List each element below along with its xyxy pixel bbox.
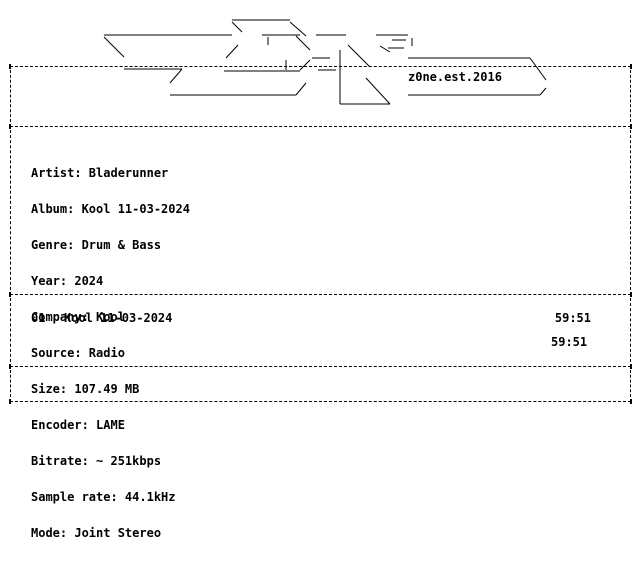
info-company: Company: Kool [31, 310, 125, 324]
total-duration: 59:51 [551, 335, 588, 349]
frame-bottom-rule [9, 399, 632, 404]
track-row: 01 Kool 11-03-2024 59:51 [31, 312, 591, 324]
info-bitrate: Bitrate: ~ 251kbps [31, 454, 162, 468]
info-year: Year: 2024 [31, 274, 104, 288]
frame-left-edge [10, 370, 11, 397]
info-source: Source: Radio [31, 346, 125, 360]
info-mode: Mode: Joint Stereo [31, 526, 162, 540]
release-info: Artist: Bladerunner Album: Kool 11-03-20… [31, 143, 190, 563]
frame-left-edge [10, 298, 11, 362]
ascii-logo-art [103, 19, 547, 105]
ascii-logo: z0ne.est.2016 [0, 0, 640, 110]
section-divider-rule [9, 124, 632, 129]
track-duration: 59:51 [554, 311, 591, 325]
frame-right-edge [630, 70, 631, 122]
info-artist: Artist: Bladerunner [31, 166, 169, 180]
frame-left-edge [10, 130, 11, 290]
logo-tagline: z0ne.est.2016 [408, 70, 502, 84]
frame-top-rule [9, 64, 632, 69]
frame-right-edge [630, 370, 631, 397]
frame-right-edge [630, 298, 631, 362]
info-album: Album: Kool 11-03-2024 [31, 202, 190, 216]
section-divider-rule [9, 364, 632, 369]
frame-right-edge [630, 130, 631, 290]
track-number: 01 [31, 311, 46, 325]
info-size: Size: 107.49 MB [31, 382, 140, 396]
track-title: Kool 11-03-2024 [64, 311, 173, 325]
nfo-viewer: z0ne.est.2016 Artist: Bladerunner Album:… [0, 0, 640, 539]
frame-left-edge [10, 70, 11, 122]
section-divider-rule [9, 292, 632, 297]
info-sample-rate: Sample rate: 44.1kHz [31, 490, 176, 504]
info-genre: Genre: Drum & Bass [31, 238, 162, 252]
info-encoder: Encoder: LAME [31, 418, 125, 432]
